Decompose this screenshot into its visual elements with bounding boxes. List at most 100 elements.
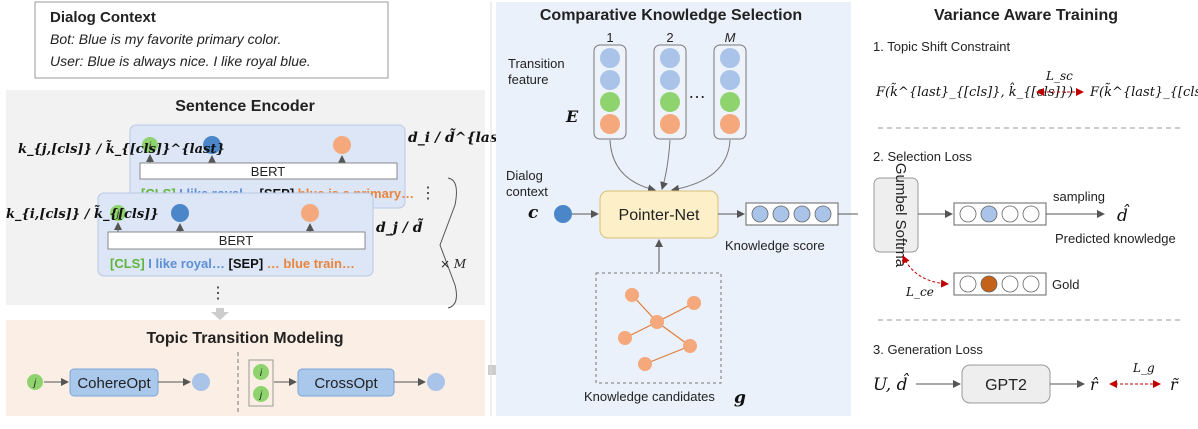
- topic-circle-j2-letter: j: [258, 390, 263, 401]
- f-right: F(k̃^{last}_{[cls]}, k̃_{[cls]}): [1089, 83, 1198, 100]
- transition-feature-line2: feature: [508, 72, 548, 87]
- feature-circle: [720, 70, 740, 90]
- row-circle: [1022, 205, 1040, 223]
- row-circle: [959, 205, 977, 223]
- dialog-bot-line: Bot: Blue is my favorite primary color.: [50, 31, 281, 47]
- token-circle-orange-front: [301, 204, 319, 222]
- predicted-knowledge-label: Predicted knowledge: [1055, 231, 1176, 246]
- feature-circle: [600, 48, 620, 68]
- feature-circle: [600, 92, 620, 112]
- graph-node: [618, 331, 632, 345]
- feature-circle: [720, 48, 740, 68]
- r-hat: r̂: [1090, 375, 1099, 394]
- graph-node: [683, 339, 697, 353]
- dialog-context-line1: Dialog: [506, 168, 543, 183]
- col2-to-pointer: [660, 139, 671, 190]
- c-symbol: c: [528, 203, 539, 223]
- repeat-label: × M: [440, 257, 467, 271]
- topic-circle-j2: [253, 386, 269, 402]
- front-card-left-label: k_{i,[cls]} / k̃_{[cls]}: [6, 205, 159, 222]
- dialog-context-line2: context: [506, 184, 548, 199]
- feature-circle: [660, 70, 680, 90]
- feature-circle: [660, 48, 680, 68]
- row-circle: [751, 205, 769, 223]
- columns-ellipsis: …: [688, 82, 706, 102]
- gumbel-label: Gumbel Softma: [892, 163, 909, 268]
- row-circle: [959, 275, 977, 293]
- l-g-label: L_g: [1132, 361, 1155, 375]
- dialog-context-box: [34, 1, 389, 79]
- cross-opt-label: CrossOpt: [314, 375, 378, 392]
- colM-to-pointer: [671, 139, 731, 193]
- front-card-right-label: d_j / d̃: [376, 216, 424, 236]
- token-circle-j-letter: j: [115, 209, 120, 220]
- feature-circle: [660, 92, 680, 112]
- row-circle: [980, 275, 998, 293]
- feature-circle: [720, 92, 740, 112]
- token-circle-i-letter: i: [149, 141, 152, 152]
- row-circle: [772, 205, 790, 223]
- repeat-brace: [439, 177, 457, 309]
- back-card-right-label: d_i / d̃^{last}: [408, 126, 513, 146]
- back-card-left-label: k_{j,[cls]} / k̃_{[cls]}^{last}: [18, 140, 225, 157]
- bert-box-back: [139, 162, 398, 180]
- front-card-tokens: [CLS] I like royal… [SEP] … blue train…: [110, 256, 355, 271]
- topic-transition-panel: [6, 320, 485, 416]
- token-circle-i: [142, 137, 158, 153]
- sentence-encoder-title: Sentence Encoder: [175, 98, 315, 115]
- topic-shift-title: 1. Topic Shift Constraint: [873, 39, 1010, 54]
- knowledge-candidates-label: Knowledge candidates: [584, 389, 715, 404]
- l-sc-label: L_sc: [1045, 69, 1073, 83]
- encoder-to-topic-arrow: [211, 308, 229, 320]
- u-d-hat: U, d̂: [873, 373, 909, 395]
- sampled-circles: [959, 205, 1040, 223]
- feature-circle: [600, 70, 620, 90]
- cross-inputs-box: [248, 359, 274, 407]
- feature-circle: [720, 114, 740, 134]
- row-circle: [1001, 275, 1019, 293]
- gpt2-label: GPT2: [985, 377, 1027, 394]
- dialog-user-line: User: Blue is always nice. I like royal …: [50, 53, 311, 69]
- encoder-dots-bottom: ⋮: [210, 285, 226, 302]
- knowledge-graph: [618, 288, 701, 371]
- l-ce-label: L_ce: [905, 285, 934, 299]
- row-circle: [980, 205, 998, 223]
- pointer-net-label: Pointer-Net: [619, 207, 700, 224]
- column-label: M: [725, 30, 736, 45]
- topic-circle-i-letter: i: [260, 368, 263, 379]
- topic-transition-title: Topic Transition Modeling: [146, 330, 343, 347]
- comparative-selection-title: Comparative Knowledge Selection: [540, 7, 802, 24]
- l-ce-arrow: [902, 255, 949, 288]
- topic-circle-i: [253, 364, 269, 380]
- graph-node: [638, 357, 652, 371]
- graph-node: [650, 315, 664, 329]
- cross-output-circle: [427, 373, 445, 391]
- encoder-dots-right: ⋮: [420, 185, 436, 202]
- topic-circle-j: [27, 374, 43, 390]
- column-label: 1: [606, 30, 613, 45]
- col1-to-pointer: [609, 139, 656, 193]
- variance-training-title: Variance Aware Training: [934, 7, 1118, 24]
- cohere-opt-label: CohereOpt: [77, 375, 151, 392]
- topic-circle-j-letter: j: [32, 378, 37, 389]
- gold-circles: [959, 275, 1040, 293]
- knowledge-score-label: Knowledge score: [725, 238, 825, 253]
- bert-box-front: [107, 231, 366, 250]
- row-circle: [814, 205, 832, 223]
- knowledge-candidates-box: [595, 272, 722, 384]
- token-circle-blue-front: [171, 204, 189, 222]
- bert-label-front: BERT: [219, 233, 253, 248]
- sampling-label: sampling: [1053, 189, 1105, 204]
- cohere-output-circle: [192, 373, 210, 391]
- graph-node: [625, 288, 639, 302]
- g-symbol: g: [734, 388, 746, 408]
- knowledge-score-circles: [751, 205, 832, 223]
- row-circle: [793, 205, 811, 223]
- generation-loss-title: 3. Generation Loss: [873, 342, 983, 357]
- gold-label: Gold: [1052, 277, 1079, 292]
- selection-loss-title: 2. Selection Loss: [873, 149, 973, 164]
- token-circle-orange-back: [333, 136, 351, 154]
- token-circle-blue-back: [203, 136, 221, 154]
